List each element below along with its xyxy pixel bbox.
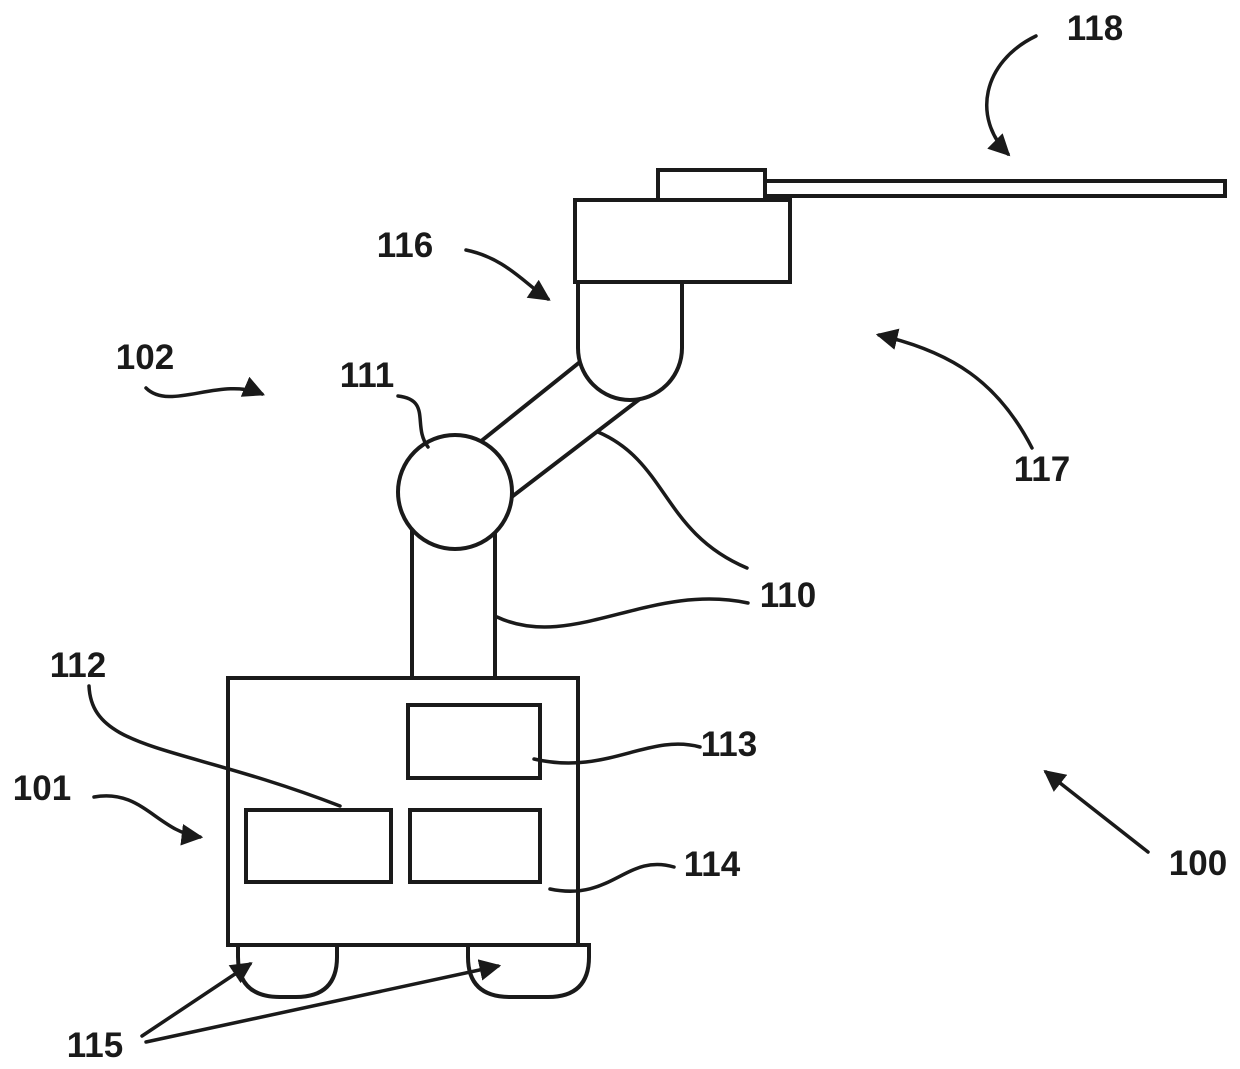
left-wheel (236, 943, 339, 999)
arm-elbow-housing (576, 282, 684, 402)
leader-111-line (396, 394, 430, 449)
leader-112-line (87, 684, 342, 808)
label-111: 111 (340, 356, 395, 395)
shoulder-joint-circle (396, 433, 514, 551)
label-118: 118 (1067, 9, 1123, 48)
leader-116-arrow (464, 248, 551, 301)
label-114: 114 (684, 845, 741, 884)
leader-118-arrow (985, 34, 1038, 157)
reference-numerals: 118 116 102 111 117 110 112 113 101 114 … (13, 9, 1227, 1065)
component-113-box (406, 703, 542, 780)
leader-117-arrow (875, 328, 1034, 450)
label-112: 112 (50, 646, 106, 685)
leader-101-arrow (92, 794, 204, 846)
component-112-box (244, 808, 393, 884)
leader-115-arrow-left (140, 962, 253, 1038)
label-101: 101 (13, 769, 71, 808)
leader-114-line (548, 862, 676, 893)
leader-lines (87, 34, 1150, 1044)
robot-drawing (226, 168, 1227, 999)
label-100: 100 (1169, 844, 1227, 883)
label-115: 115 (67, 1026, 123, 1065)
leader-115-arrow-right (144, 959, 502, 1044)
overhead-rail (761, 179, 1227, 198)
label-117: 117 (1014, 450, 1070, 489)
label-102: 102 (116, 338, 174, 377)
leader-100-arrow (1043, 769, 1150, 854)
leader-102-arrow (144, 376, 265, 399)
leader-113-line (532, 742, 702, 765)
rail-bracket (656, 168, 767, 202)
arm-mount-housing (573, 198, 792, 284)
leader-110-line-lower (495, 597, 750, 629)
label-113: 113 (701, 725, 757, 764)
label-116: 116 (377, 226, 433, 265)
leader-110-line-upper (596, 430, 749, 570)
component-114-box (408, 808, 542, 884)
label-110: 110 (760, 576, 816, 615)
right-wheel (466, 943, 591, 999)
